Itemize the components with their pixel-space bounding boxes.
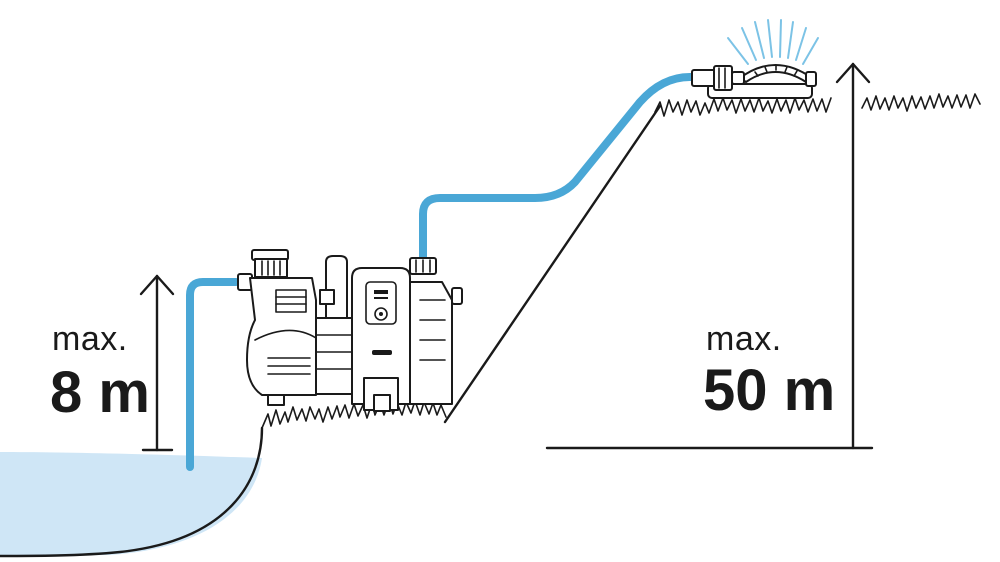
delivery-height-arrow-icon: [545, 62, 874, 450]
garden-pump-icon: [237, 249, 463, 412]
reservoir-bank: [0, 426, 264, 558]
delivery-hose: [419, 72, 696, 262]
suction-height-prefix: max.: [52, 320, 128, 358]
grass-hill-right: [861, 93, 981, 112]
grass-hill-top: [654, 97, 832, 117]
sprinkler-icon: [691, 19, 819, 99]
suction-hose: [186, 278, 240, 471]
suction-height-value: 8 m: [50, 360, 150, 425]
water-reservoir: [0, 452, 262, 556]
delivery-height-prefix: max.: [706, 320, 782, 358]
hill-slope: [443, 104, 662, 424]
sprinkler-spray: [727, 19, 819, 65]
delivery-height-value: 50 m: [703, 358, 836, 423]
suction-height-arrow-icon: [139, 274, 175, 452]
grass-pump-level: [261, 400, 447, 429]
